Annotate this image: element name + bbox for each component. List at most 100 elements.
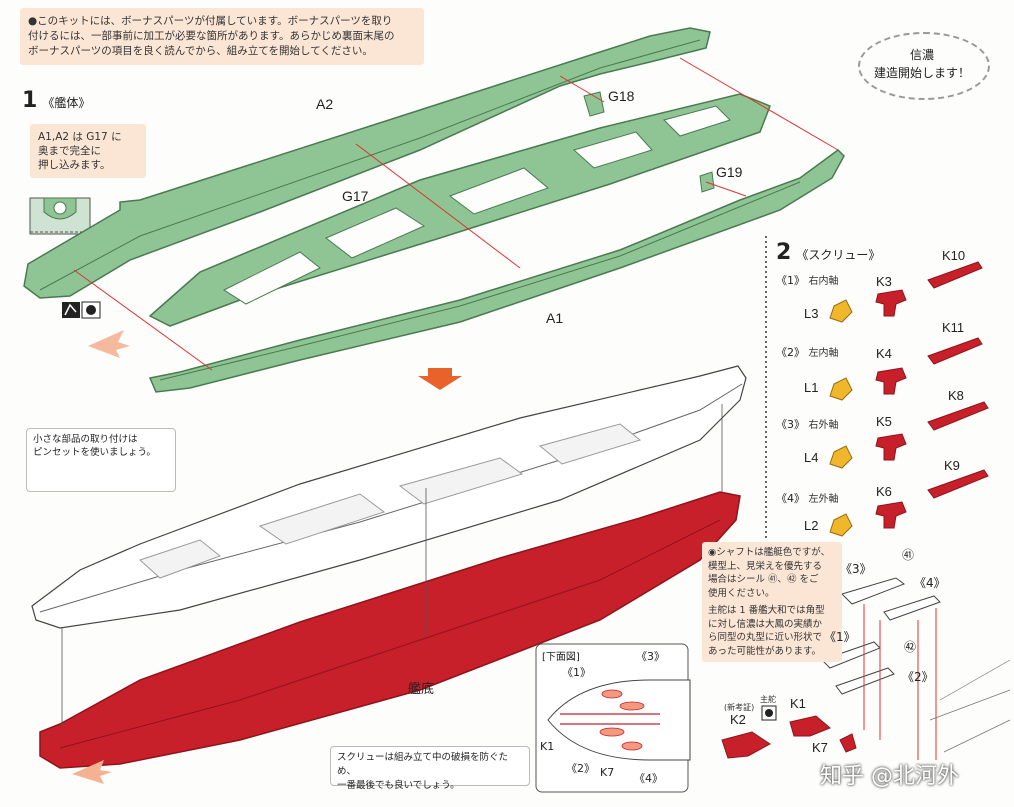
tweezers-line1: 小さな部品の取り付けは	[33, 434, 138, 445]
screw-row-4-k-shaft: K9	[944, 458, 960, 473]
part-g18	[583, 91, 605, 117]
rudder-k7-label: K7	[812, 740, 828, 755]
cement-icon	[62, 301, 101, 319]
shaft-note-line1: ◉シャフトは艦艇色ですが、	[708, 547, 831, 558]
g17-window-5	[663, 105, 731, 137]
g17-window-3	[448, 167, 549, 215]
part-a2	[23, 27, 711, 299]
shaft-guide-lines	[863, 604, 937, 760]
screw-row-4-k-small: K6	[876, 484, 892, 499]
bonus-note-line1: ●このキットには、ボーナスパーツが付属しています。ボーナスパーツを取り	[28, 15, 393, 27]
screw-row-2-index: 《2》 左内軸	[776, 344, 839, 360]
bubble-line2: 建造開始します！	[873, 66, 970, 80]
step2-title: 《スクリュー》	[796, 248, 881, 262]
bottom-view-title: [下面図]	[542, 652, 580, 663]
screw-row-2-k-shaft: K11	[942, 320, 965, 335]
bonus-parts-note: ●このキットには、ボーナスパーツが付属しています。ボーナスパーツを取り 付けるに…	[20, 8, 424, 65]
screw-row-3-desc: 右外軸	[808, 420, 839, 431]
tweezers-note: 小さな部品の取り付けは ピンセットを使いましょう。	[26, 428, 176, 492]
adjacent-ship-sketch	[929, 659, 1011, 753]
assembly-label-2: 《2》	[902, 670, 934, 684]
step2-heading: 2 《スクリュー》	[776, 240, 880, 265]
g17-window-1	[222, 251, 321, 305]
shaft-note-line6: に対し信濃は大鳳の実績か	[708, 618, 823, 630]
sticker-42: ㊷	[904, 640, 917, 654]
tip-line3: 押し込みます。	[38, 159, 111, 171]
screw-row-3-k-shaft: K8	[948, 388, 964, 403]
rudder-k2-tag: (新考証)	[724, 703, 755, 712]
screw-row-1-k-shaft: K10	[942, 248, 966, 263]
rudder-k2-label: K2	[730, 712, 746, 727]
shaft-note-line8: あった可能性があります。	[708, 645, 822, 657]
part-k2-rudder	[721, 731, 771, 759]
label-a1: A1	[546, 310, 564, 326]
label-g17: G17	[342, 188, 369, 204]
shaft-note-line2: 模型上、見栄えを優先する	[708, 560, 823, 572]
screw-row-1-idx: 《1》	[776, 274, 805, 287]
screw-row-4-parts	[829, 469, 989, 537]
rudder-k1-icon	[761, 705, 777, 721]
screw-row-4-idx: 《4》	[776, 492, 805, 505]
label-a2: A2	[316, 96, 334, 112]
bottom-view-l4: 《4》	[634, 772, 663, 785]
alignment-lines-upper	[73, 57, 839, 371]
g17-window-2	[325, 207, 426, 259]
screw-row-2-desc: 左内軸	[808, 348, 839, 359]
screw-row-2-idx: 《2》	[776, 346, 805, 359]
hull-bottom-keel	[59, 519, 721, 749]
shaft-note-line4: 使用ください。	[708, 587, 775, 599]
shaft-note-line7: ら同型の丸型に近い形状で	[708, 632, 823, 643]
bottom-view-shafts	[560, 713, 660, 725]
screw-row-3-l: L4	[804, 450, 819, 465]
tip-line2: 奥まで完全に	[38, 145, 101, 157]
screw-last-note: スクリューは組み立て中の破損を防ぐため、 一番最後でも良いでしょう。	[330, 746, 530, 791]
bottom-view-hull	[547, 679, 691, 761]
watermark: 知乎 @北河外	[820, 764, 959, 789]
screw-row-4-index: 《4》 左外軸	[776, 490, 839, 506]
bottom-view-l2: 《2》	[566, 762, 595, 775]
speech-bubble	[858, 32, 990, 100]
rudder-k1-tag: 主舵	[760, 695, 776, 704]
alignment-lines-hull	[61, 404, 723, 726]
bottom-view-l1: 《1》	[562, 666, 591, 679]
step1-tip: A1,A2 は G17 に 奥まで完全に 押し込みます。	[30, 124, 146, 178]
g17-window-4	[572, 131, 653, 169]
insert-detail-icon	[29, 197, 91, 235]
assembly-label-4: 《4》	[914, 576, 946, 590]
screw-row-4-l: L2	[804, 518, 819, 533]
screw-row-3-k-small: K5	[876, 414, 892, 429]
step1-heading: 1 《艦体》	[22, 88, 90, 113]
bottom-view-k1: K1	[540, 740, 555, 753]
screw-row-1-l: L3	[804, 306, 819, 321]
screw-row-4-desc: 左外軸	[808, 494, 839, 505]
orange-arrow-left-lower	[72, 760, 112, 784]
screw-row-2-parts	[829, 337, 983, 401]
tweezers-line2: ピンセットを使いましょう。	[33, 447, 156, 458]
shaft-note-line3: 場合はシール ㊶、㊷ をご	[708, 574, 819, 585]
screw-row-3-parts	[829, 401, 989, 469]
screw-row-3-index: 《3》 右外軸	[776, 416, 839, 432]
step1-title: 《艦体》	[42, 96, 91, 110]
part-a1-top-edge	[159, 181, 801, 381]
screw-row-2-l: L1	[804, 380, 819, 395]
screw-row-1-k-small: K3	[876, 274, 892, 289]
screw-row-1-index: 《1》 右内軸	[776, 272, 839, 288]
hull-deck-frame	[139, 423, 642, 579]
speech-bubble-text: 信濃 建造開始します！	[862, 46, 982, 82]
part-k1-rudder	[789, 715, 831, 737]
step1-number: 1	[22, 88, 38, 113]
orange-arrow-left-upper	[88, 330, 130, 358]
bonus-note-line2: 付けるには、一部事前に加工が必要な箇所があります。あらかじめ裏面末尾の	[28, 30, 395, 42]
sticker-41: ㊶	[902, 548, 915, 562]
part-k7-small	[839, 733, 857, 753]
assembled-hull	[31, 365, 747, 629]
step2-number: 2	[776, 240, 792, 265]
shaft-note-line5: 主舵は 1 番艦大和では角型	[708, 605, 825, 616]
screw-note-line1: スクリューは組み立て中の破損を防ぐため、	[337, 752, 509, 777]
bottom-view-screws	[599, 689, 645, 751]
part-a1	[148, 149, 845, 393]
rudder-k1-label: K1	[790, 696, 806, 711]
screw-row-3-idx: 《3》	[776, 418, 805, 431]
bubble-line1: 信濃	[909, 48, 934, 62]
